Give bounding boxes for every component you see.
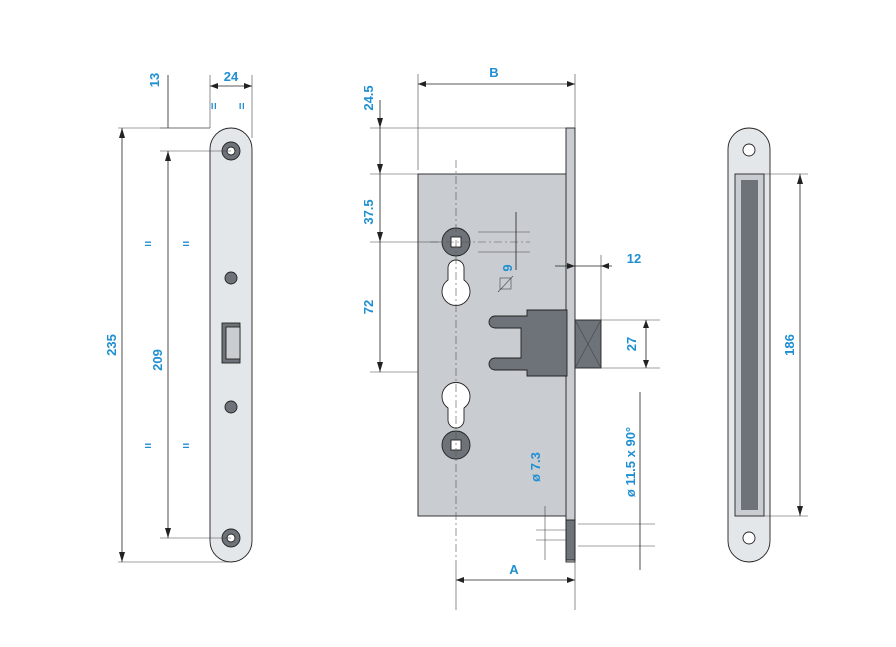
dim-label-12: 12 [627,251,641,266]
arrow-head [567,263,575,269]
arrow-head [418,81,426,87]
equal-mark: = [182,439,189,453]
arrow-head [643,320,649,328]
arrow-head [797,174,803,184]
dim-label-27: 27 [624,337,639,351]
arrow-head [567,577,575,583]
latch-bolt-cross [574,319,602,369]
faceplate-latch [225,326,241,360]
arrow-head [377,362,383,372]
dim-label-24-5: 24.5 [361,85,376,110]
square-symbol-icon [499,277,512,290]
latch-tail [488,309,568,377]
equal-mark: = [207,102,221,109]
arrow-head [377,164,383,174]
strike-plate-recess [741,180,758,510]
dim-label-hole-diameter: ø 7.3 [528,452,543,482]
arrow-head [119,552,125,562]
dim-label-9: 9 [500,264,515,271]
arrow-head [601,263,609,269]
faceplate-screw-upper [224,271,238,285]
dim-label-a: A [509,562,519,577]
dim-label-13: 13 [147,73,162,87]
lock-body-view: B A 24.5 37.5 72 9 12 [361,65,660,610]
arrow-head [567,81,575,87]
dim-label-24: 24 [224,69,239,84]
arrow-head [377,232,383,242]
arrow-head [165,151,171,161]
strike-top-screw-hole [742,143,756,157]
dim-label-209: 209 [150,349,165,371]
faceplate-view: 235 209 13 24 = = = = = = [104,69,253,563]
arrow-head [119,128,125,138]
dim-label-235: 235 [104,334,119,356]
forend-section [565,519,576,561]
strike-plate-view: 186 [727,127,808,563]
equal-mark: = [144,439,151,453]
dim-label-b: B [489,65,498,80]
keyhole-upper [441,259,471,306]
arrow-head [456,577,464,583]
dim-label-countersink: ø 11.5 x 90° [623,427,638,497]
arrow-head [643,360,649,368]
dim-label-186: 186 [782,334,797,356]
equal-mark: = [182,237,189,251]
dim-label-37-5: 37.5 [361,199,376,224]
arrow-head [165,528,171,538]
arrow-head [797,506,803,516]
arrow-head [244,83,252,89]
arrow-head [377,118,383,128]
square-symbol-slash [497,275,514,293]
strike-bottom-screw-hole [742,531,756,545]
dim-label-72: 72 [361,300,376,314]
faceplate-screw-lower [224,400,238,414]
arrow-head [210,83,218,89]
equal-mark: = [144,237,151,251]
equal-mark: = [235,102,249,109]
